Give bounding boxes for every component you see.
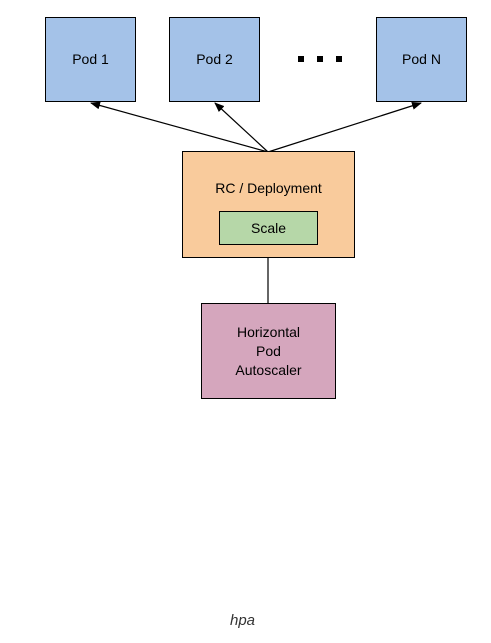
pod-n-label: Pod N bbox=[402, 51, 441, 67]
figure-caption: hpa bbox=[229, 612, 256, 629]
deployment-label: RC / Deployment bbox=[215, 180, 322, 196]
dot bbox=[317, 56, 323, 62]
scale-label: Scale bbox=[250, 219, 287, 236]
autoscaler-label-line: Pod bbox=[256, 342, 281, 359]
scale-box: Scale bbox=[219, 211, 318, 245]
autoscaler-box: Horizontal Pod Autoscaler bbox=[201, 303, 336, 399]
ellipsis-dots bbox=[293, 54, 348, 64]
autoscaler-label-line: Autoscaler bbox=[235, 361, 302, 378]
arrow-to-pod-2 bbox=[214, 102, 269, 153]
pod-n-box: Pod N bbox=[376, 17, 467, 102]
pod-1-box: Pod 1 bbox=[45, 17, 136, 102]
arrow-to-pod-1 bbox=[90, 101, 269, 153]
pod-2-box: Pod 2 bbox=[169, 17, 260, 102]
dot bbox=[336, 56, 342, 62]
arrow-to-pod-n bbox=[267, 101, 422, 153]
autoscaler-label-line: Horizontal bbox=[236, 323, 301, 340]
pod-2-label: Pod 2 bbox=[196, 51, 233, 67]
dot bbox=[298, 56, 304, 62]
pod-1-label: Pod 1 bbox=[72, 51, 109, 67]
